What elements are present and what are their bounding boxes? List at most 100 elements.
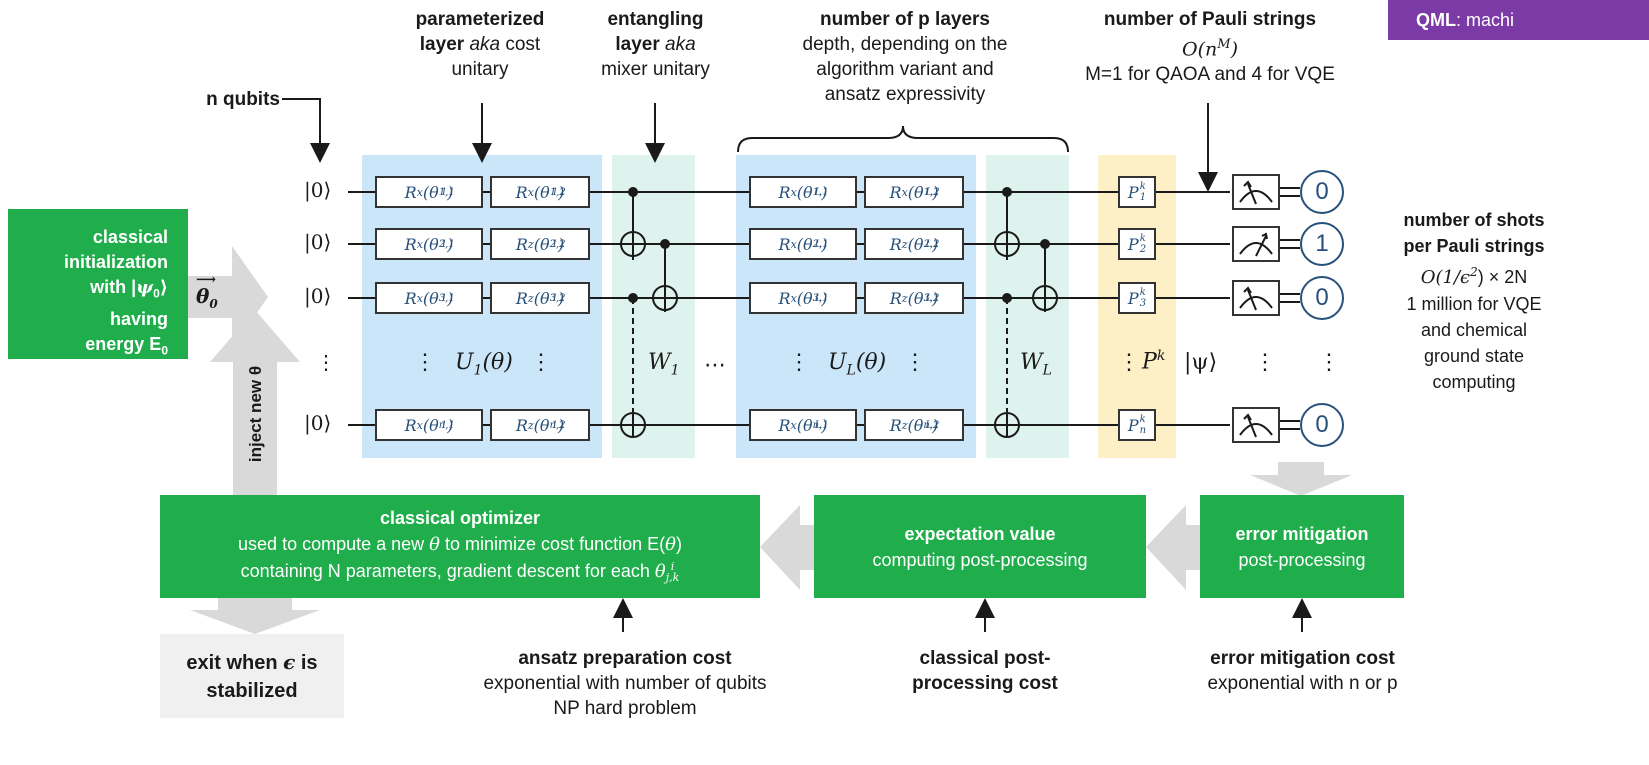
result-bit-n: 0 (1300, 403, 1344, 447)
exit-l1: exit when ϵ is (186, 650, 318, 674)
result-bit-3: 0 (1300, 276, 1344, 320)
shots-l2: per Pauli strings (1403, 236, 1545, 256)
classical-initialization-box: classical initialization with |ψ0⟩ havin… (8, 209, 188, 359)
entangling-layer-region (612, 155, 695, 458)
pk-label: Pk (1142, 348, 1166, 375)
theta0-main: θ (196, 284, 210, 308)
shots-l3b: ) × 2N (1477, 267, 1528, 287)
vdots-meter: ⋮ (1254, 350, 1276, 375)
init-l5: energy E0 (8, 332, 168, 364)
pauli-l2a: O(n (1182, 38, 1218, 61)
param-l2a: layer (419, 34, 465, 55)
vdots-pk: ⋮ (1118, 350, 1140, 375)
param-l2b: aka (469, 34, 501, 55)
result-bit-1: 0 (1300, 170, 1344, 214)
pauli-strings-label: number of Pauli strings O(nM) M=1 for QA… (1060, 7, 1360, 87)
ul-label: UL(θ) (828, 350, 887, 379)
p-l4: ansatz expressivity (824, 84, 986, 105)
ansatz-cost-l3: NP hard problem (553, 698, 697, 719)
ent-l2a: layer (615, 34, 660, 55)
p-l1: number of p layers (820, 9, 990, 30)
expectation-title: expectation value (904, 524, 1056, 544)
ellipsis-layers: ⋯ (704, 352, 726, 377)
psi-label: |ψ⟩ (1184, 350, 1218, 375)
classical-cost-l1: classical post- (919, 648, 1051, 669)
ansatz-cost-l1: ansatz preparation cost (518, 648, 732, 669)
measurement-icon-n (1232, 407, 1280, 443)
param-l2c: cost (505, 34, 541, 55)
classical-cost-l2: processing cost (912, 673, 1058, 694)
param-l1: parameterized (415, 9, 545, 30)
entangling-layer-label: entangling layer aka mixer unitary (573, 7, 738, 82)
ent-l2b: aka (665, 34, 696, 55)
ket-vdots: ⋮ (316, 350, 336, 374)
theta0-label: ⟶θ0 (196, 272, 218, 311)
ket-q1: |0⟩ (304, 178, 332, 202)
measurement-icon-3 (1232, 280, 1280, 316)
pauli-l2end: ) (1230, 38, 1238, 61)
classical-post-cost-label: classical post- processing cost (890, 646, 1080, 696)
vdots-u1-right: ⋮ (530, 350, 552, 375)
init-l1: classical (92, 227, 168, 247)
init-l2: initialization (63, 252, 168, 272)
exit-condition-box: exit when ϵ is stabilized (160, 634, 344, 718)
vdots-u1-left: ⋮ (414, 350, 436, 375)
param-l3: unitary (451, 59, 509, 80)
measurement-icon-2 (1232, 226, 1280, 262)
vdots-ul-left: ⋮ (788, 350, 810, 375)
shots-l3a: O(1/ϵ (1420, 267, 1471, 288)
mitigation-title: error mitigation (1235, 524, 1369, 544)
theta0-sub: 0 (209, 297, 218, 311)
mitigation-l2: post-processing (1238, 550, 1366, 570)
pauli-l1: number of Pauli strings (1103, 9, 1317, 30)
optimizer-l2: used to compute a new θ to minimize cost… (238, 534, 682, 555)
vdots-result: ⋮ (1318, 350, 1340, 375)
pauli-l2: O(nM) (1060, 32, 1360, 62)
ket-q3: |0⟩ (304, 284, 332, 308)
qml-tag: QML: machi (1388, 0, 1649, 40)
classical-optimizer-box: classical optimizer used to compute a ne… (160, 495, 760, 598)
error-mitigation-cost-label: error mitigation cost exponential with n… (1165, 646, 1440, 696)
shots-l4: 1 million for VQE (1406, 294, 1542, 314)
inject-new-theta-label: inject new θ (246, 365, 265, 463)
exit-l2: stabilized (206, 680, 298, 702)
init-l3a: with | (90, 277, 137, 297)
optimizer-title: classical optimizer (379, 508, 541, 528)
shots-l3sup: 2 (1470, 265, 1478, 279)
p-l2: depth, depending on the (802, 34, 1008, 55)
expectation-l2: computing post-processing (872, 550, 1088, 570)
init-l5a: energy E (85, 333, 162, 354)
init-l3: with |ψ0⟩ (8, 275, 168, 307)
wl-label: WL (1020, 350, 1052, 379)
shots-l7: computing (1432, 372, 1516, 392)
ket-q2: |0⟩ (304, 230, 332, 254)
ent-l2: layer aka (573, 32, 738, 57)
w1-label: W1 (648, 350, 680, 379)
vdots-ul-right: ⋮ (904, 350, 926, 375)
ansatz-cost-l2: exponential with number of qubits (483, 673, 767, 694)
init-l5sub: 0 (161, 343, 168, 358)
measurement-icon-1 (1232, 174, 1280, 210)
parameterized-layer-label: parameterized layer aka cost unitary (380, 7, 580, 82)
init-l3c: ⟩ (159, 277, 168, 297)
pauli-l3: M=1 for QAOA and 4 for VQE (1085, 64, 1335, 86)
ket-qn: |0⟩ (304, 411, 332, 435)
mitigation-cost-l1: error mitigation cost (1210, 648, 1395, 669)
